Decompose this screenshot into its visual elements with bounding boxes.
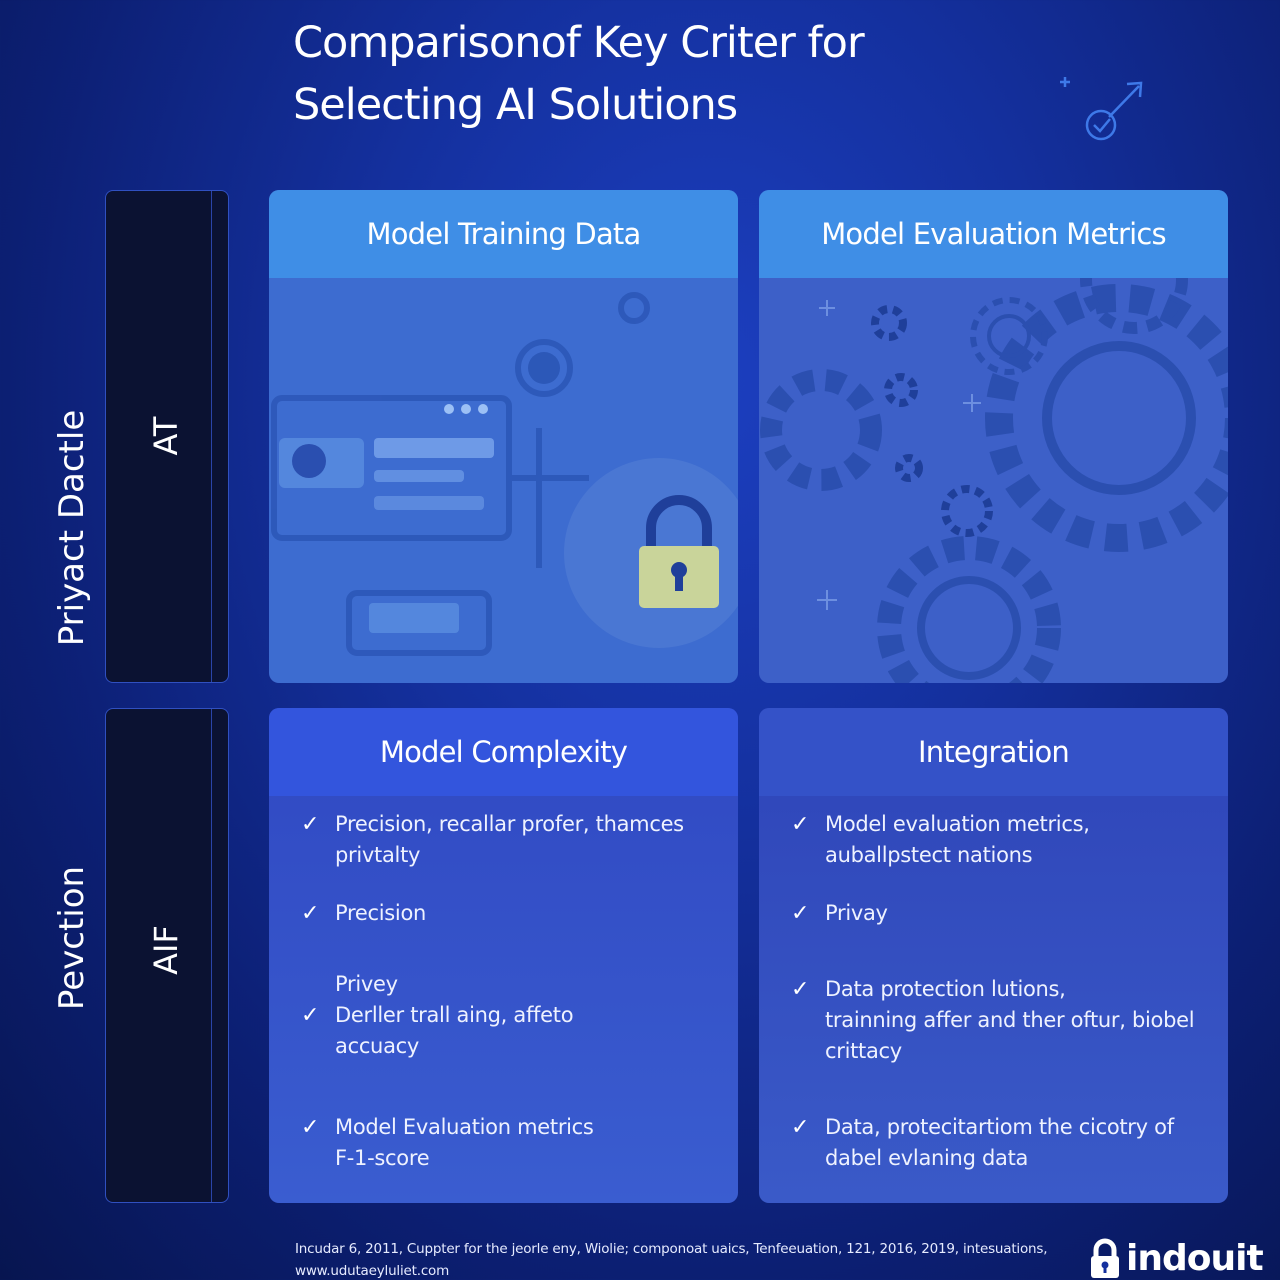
panel-integration: Integration ✓ Model evaluation metrics, …	[759, 708, 1228, 1203]
check-icon: ✓	[791, 977, 810, 1002]
list-item: ✓ Privey Derller trall aing, affeto accu…	[301, 972, 574, 1058]
gear-icon	[1080, 278, 1188, 334]
list-item: ✓ Model Evaluation metrics F-1-score	[301, 1112, 718, 1174]
panel-title: Model Training Data	[269, 190, 738, 278]
row-label-box-bottom	[105, 708, 229, 1203]
panel-title: Model Evaluation Metrics	[759, 190, 1228, 278]
check-icon: ✓	[301, 812, 320, 837]
panel-model-training-data: Model Training Data	[269, 190, 738, 683]
gear-icon	[985, 284, 1228, 552]
list-item: ✓ Data, protecitartiom the cicotry of da…	[791, 1112, 1208, 1174]
check-icon: ✓	[791, 1115, 810, 1140]
gear-icon	[970, 297, 1048, 375]
gear-icon	[877, 536, 1061, 683]
gears-illustration	[760, 278, 1228, 683]
list-item: ✓ Precision	[301, 898, 718, 929]
list-item: ✓ Data protection lutions, trainning aff…	[791, 974, 1208, 1067]
check-icon: ✓	[301, 1115, 320, 1140]
check-icon: ✓	[301, 901, 320, 926]
list-item: ✓ Privay	[791, 898, 1208, 929]
gear-icon	[871, 305, 993, 537]
row-label-bottom-inner: AIF	[147, 925, 185, 975]
divider	[211, 191, 212, 682]
target-arrow-icon	[1060, 77, 1143, 141]
check-icon: ✓	[791, 812, 810, 837]
data-security-illustration	[271, 292, 738, 656]
row-label-top-outer: Priyact Dactle	[52, 409, 92, 647]
row-label-box-top	[105, 190, 229, 683]
panel-title: Model Complexity	[269, 708, 738, 796]
gear-icon	[760, 369, 882, 491]
row-label-top-inner: AT	[147, 416, 185, 456]
footer-citation: Incudar 6, 2011, Cuppter for the jeorle …	[295, 1241, 1048, 1279]
check-icon: ✓	[301, 1003, 320, 1028]
row-label-bottom-outer: Pevction	[52, 865, 92, 1011]
lock-icon	[639, 495, 719, 608]
gear-icon	[528, 352, 560, 384]
panel-model-evaluation-metrics: Model Evaluation Metrics	[759, 190, 1228, 683]
list-item: ✓ Model evaluation metrics, auballpstect…	[791, 809, 1208, 871]
brand-logo[interactable]: indouit	[1088, 1236, 1264, 1280]
divider	[211, 709, 212, 1202]
lock-icon	[1091, 1238, 1119, 1278]
brand-name: indouit	[1126, 1237, 1264, 1279]
panel-model-complexity: Model Complexity ✓ Precision, recallar p…	[269, 708, 738, 1203]
panel-title: Integration	[759, 708, 1228, 796]
page-title: Comparisonof Key Criter for Selecting AI…	[293, 18, 865, 130]
list-item: ✓ Precision, recallar profer, thamces pr…	[301, 809, 718, 871]
check-icon: ✓	[791, 901, 810, 926]
